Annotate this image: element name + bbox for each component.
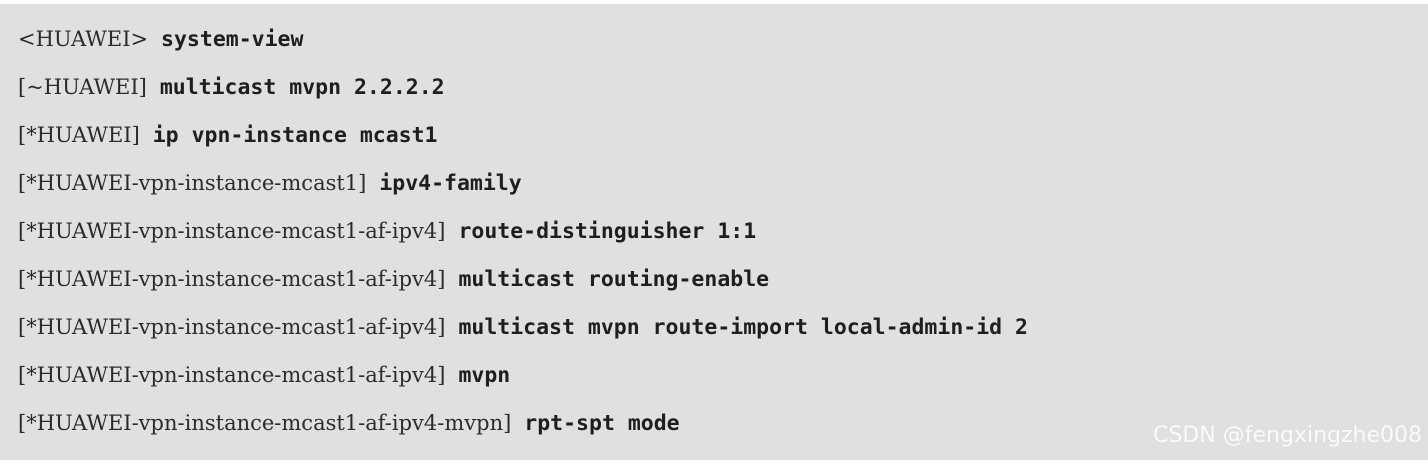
- cli-prompt: [~HUAWEI]: [18, 75, 147, 99]
- cli-command: rpt-spt mode: [524, 411, 680, 436]
- cli-prompt: [*HUAWEI]: [18, 123, 140, 147]
- cli-command: multicast mvpn route-import local-admin-…: [458, 315, 1028, 340]
- code-line: [*HUAWEI-vpn-instance-mcast1-af-ipv4] mu…: [18, 259, 1428, 307]
- code-line: [~HUAWEI] multicast mvpn 2.2.2.2: [18, 67, 1428, 115]
- code-line: [*HUAWEI-vpn-instance-mcast1-af-ipv4] mu…: [18, 307, 1428, 355]
- cli-command: system-view: [161, 27, 304, 52]
- cli-command: ip vpn-instance mcast1: [152, 123, 438, 148]
- cli-command: route-distinguisher 1:1: [458, 219, 757, 244]
- watermark-text: CSDN @fengxingzhe008: [1153, 423, 1422, 448]
- code-line: [*HUAWEI] ip vpn-instance mcast1: [18, 115, 1428, 163]
- cli-command: multicast mvpn 2.2.2.2: [159, 75, 445, 100]
- code-line: <HUAWEI> system-view: [18, 19, 1428, 67]
- cli-command: ipv4-family: [379, 171, 522, 196]
- code-block: <HUAWEI> system-view [~HUAWEI] multicast…: [0, 4, 1428, 460]
- code-line: [*HUAWEI-vpn-instance-mcast1-af-ipv4] ro…: [18, 211, 1428, 259]
- cli-prompt: [*HUAWEI-vpn-instance-mcast1]: [18, 171, 367, 195]
- cli-prompt: <HUAWEI>: [18, 27, 149, 51]
- code-line: [*HUAWEI-vpn-instance-mcast1-af-ipv4-mvp…: [18, 403, 1428, 451]
- cli-command: mvpn: [458, 363, 511, 388]
- cli-prompt: [*HUAWEI-vpn-instance-mcast1-af-ipv4]: [18, 219, 446, 243]
- code-line: [*HUAWEI-vpn-instance-mcast1-af-ipv4] mv…: [18, 355, 1428, 403]
- cli-prompt: [*HUAWEI-vpn-instance-mcast1-af-ipv4]: [18, 363, 446, 387]
- cli-prompt: [*HUAWEI-vpn-instance-mcast1-af-ipv4]: [18, 267, 446, 291]
- code-line: [*HUAWEI-vpn-instance-mcast1] ipv4-famil…: [18, 163, 1428, 211]
- cli-prompt: [*HUAWEI-vpn-instance-mcast1-af-ipv4]: [18, 315, 446, 339]
- cli-command: multicast routing-enable: [458, 267, 770, 292]
- cli-prompt: [*HUAWEI-vpn-instance-mcast1-af-ipv4-mvp…: [18, 411, 512, 435]
